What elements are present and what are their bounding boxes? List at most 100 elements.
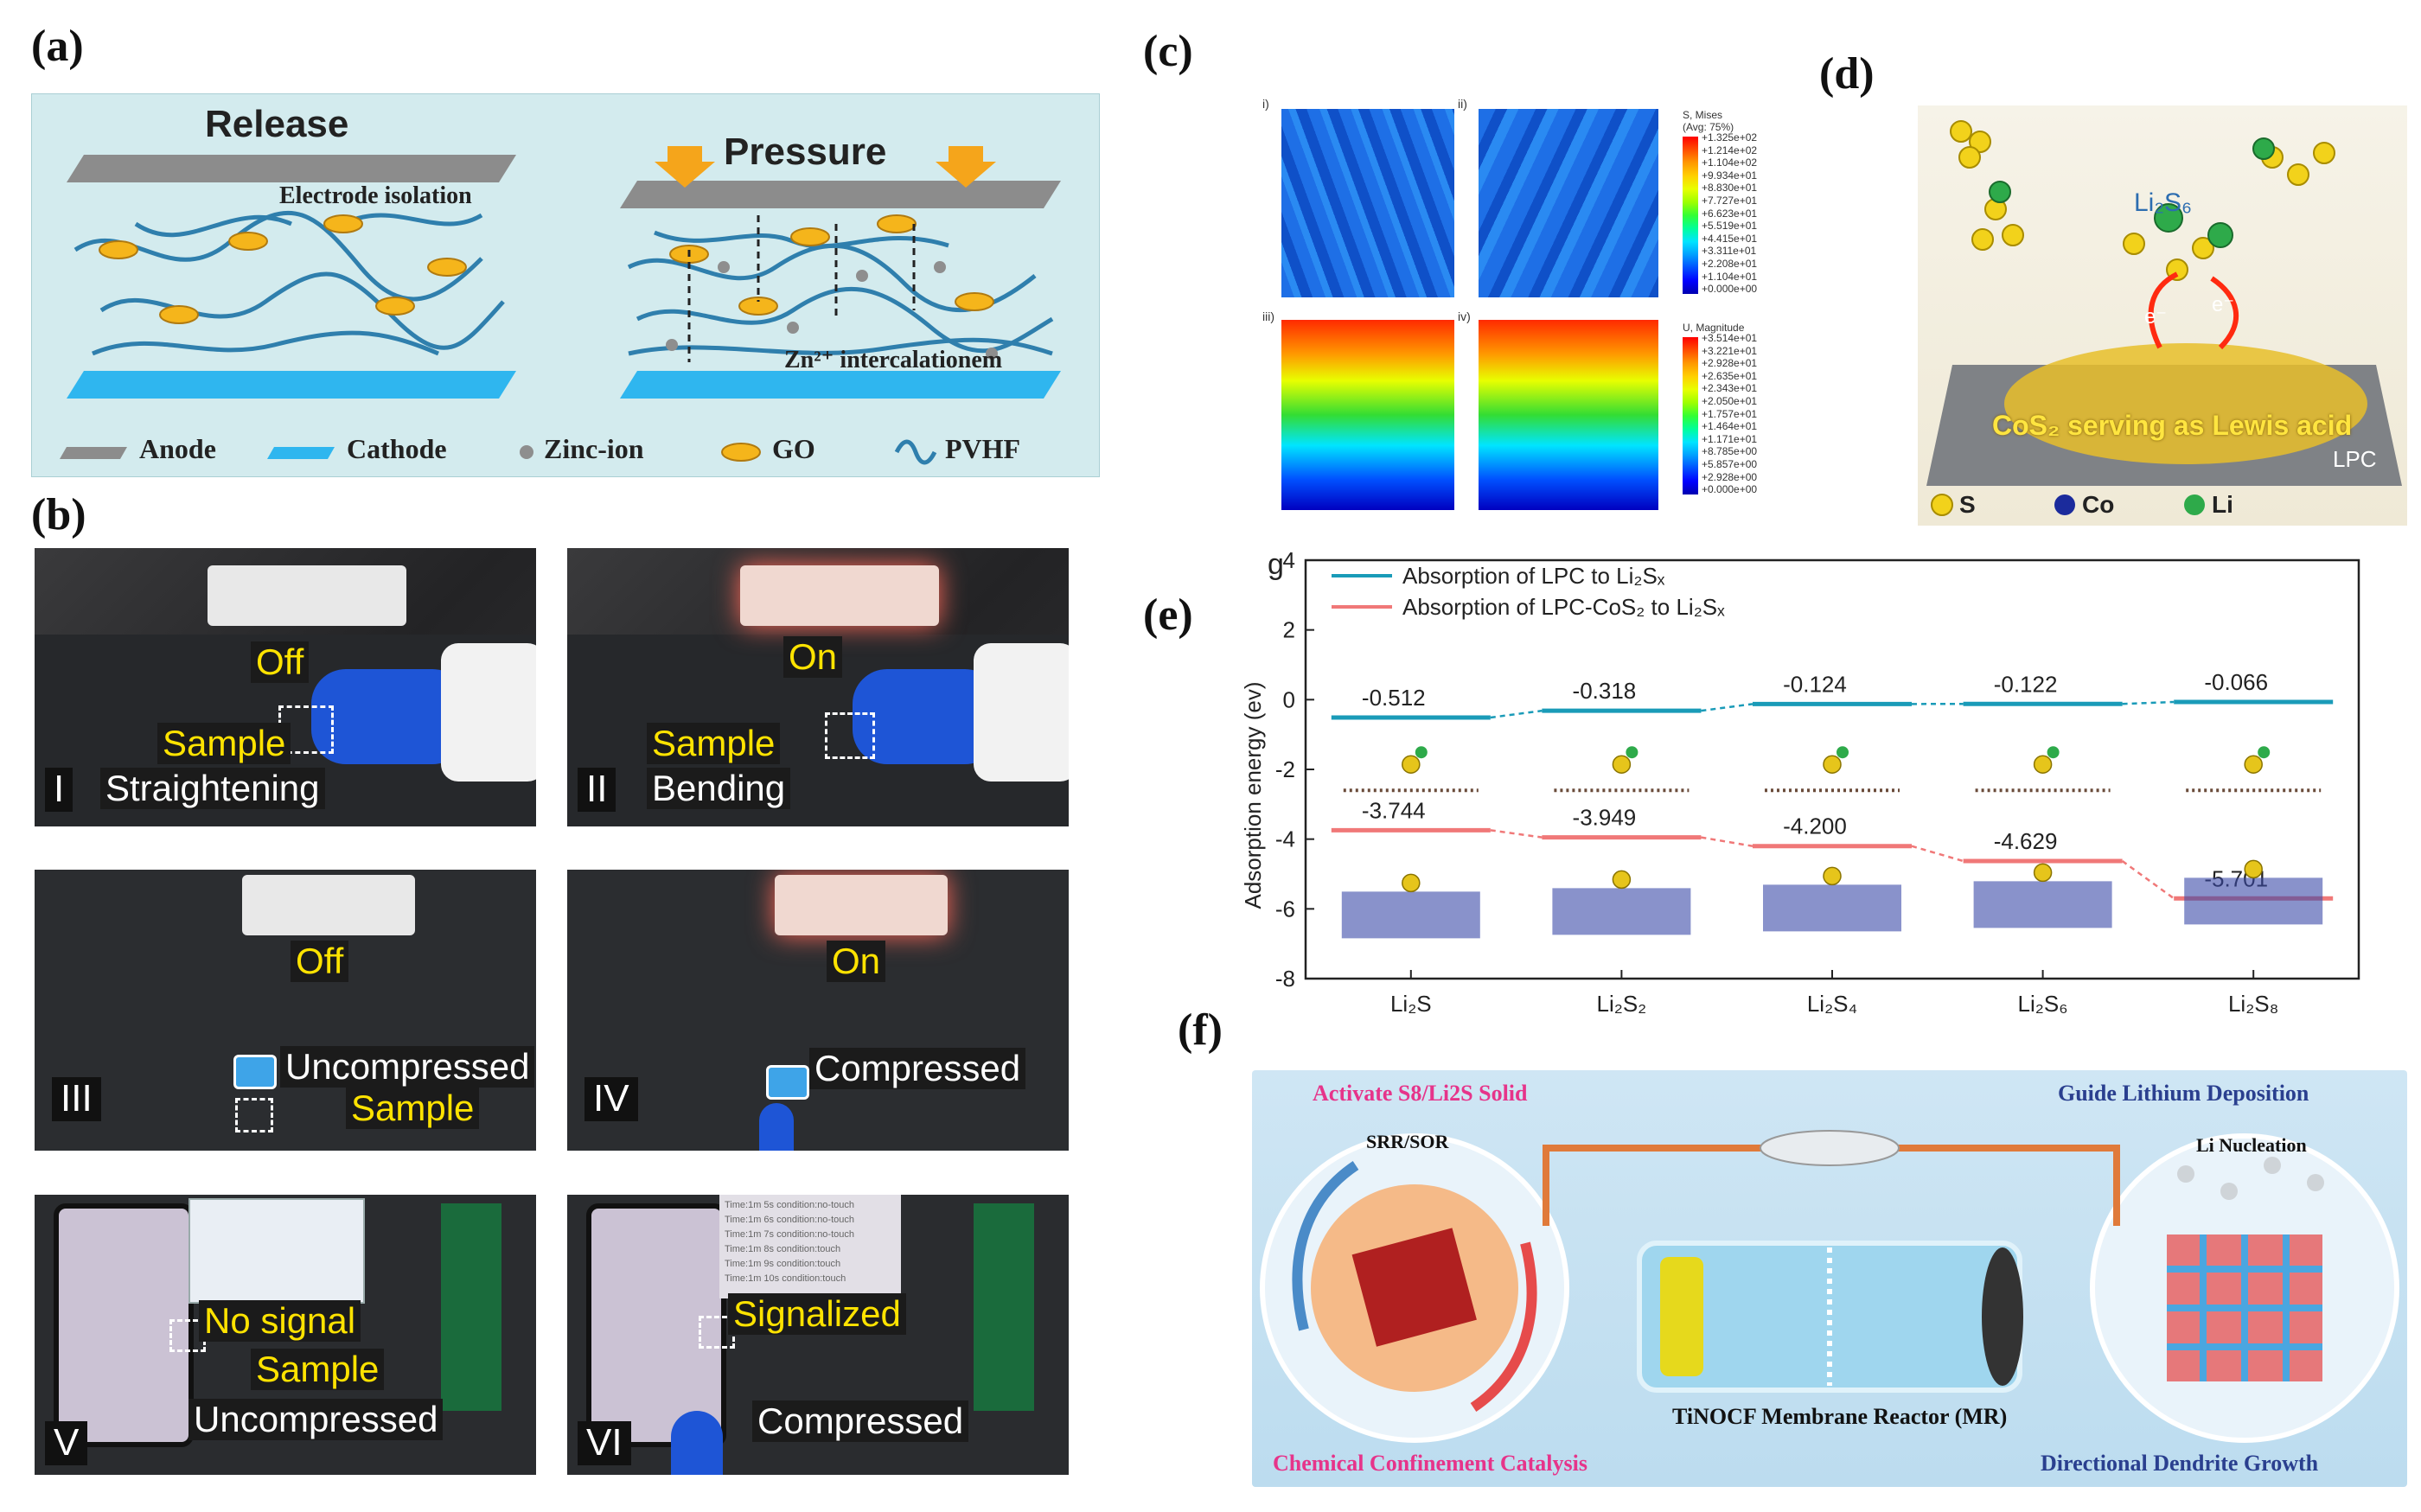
energy-value-label: -3.949: [1573, 805, 1637, 831]
y-tick-label: -8: [1275, 966, 1295, 992]
panel-f-drawing: [1260, 1130, 2399, 1443]
colorbar-tick-label: +1.214e+02: [1702, 144, 1758, 156]
reactor-cap-right: [1982, 1247, 2023, 1386]
displacement-map-iii: [1281, 320, 1454, 510]
li2sx-molecule-icon: [1402, 755, 1421, 774]
cathode-plate-right: [620, 371, 1061, 399]
y-ticks: 420-2-4-6-8: [1275, 547, 1314, 992]
lpc-label: LPC: [2333, 446, 2377, 472]
state-label: Off: [251, 641, 310, 684]
colorbar-tick-label: +3.311e+01: [1702, 245, 1757, 258]
bottom-right-title: Directional Dendrite Growth: [2041, 1451, 2319, 1476]
zinc-ions-right: [666, 261, 998, 360]
dendrite-lattice: [2167, 1234, 2322, 1381]
colorbar-tick-label: +5.857e+00: [1702, 457, 1758, 470]
legend-label: Absorption of LPC to Li₂Sₓ: [1402, 563, 1665, 589]
displacement-map-iv: [1479, 320, 1658, 510]
caption-label: Uncompressed: [188, 1399, 444, 1441]
x-tick-label: Li₂S₄: [1807, 991, 1857, 1017]
phone-screen-popup: [188, 1198, 365, 1304]
sensor-pad: [233, 1055, 277, 1089]
colorbar-tick-label: +1.757e+01: [1702, 407, 1758, 420]
connector-line: [2122, 700, 2175, 705]
cos2-caption: CoS₂ serving as Lewis acid: [1992, 410, 2353, 441]
pressure-arrow-right: [936, 146, 996, 188]
sleeve: [441, 643, 536, 782]
breadboard: [740, 565, 939, 626]
colorbar-tick-label: +3.221e+01: [1702, 344, 1758, 357]
legend-pvhf-label: PVHF: [945, 433, 1021, 464]
breadboard: [208, 565, 406, 626]
panel-label-c: (c): [1143, 27, 1193, 76]
stress-map-ii: [1479, 109, 1658, 297]
colorbar-tick-label: +5.519e+01: [1702, 220, 1758, 233]
stress-map-i: [1281, 109, 1454, 297]
pressure-arrow-left: [655, 146, 715, 188]
colorbar-tick-label: +3.514e+01: [1702, 332, 1758, 344]
panel-f-illustration: Activate S8/Li2S Solid Guide Lithium Dep…: [1252, 1070, 2407, 1487]
photo-iii: Off Uncompressed Sample III: [35, 870, 536, 1151]
panel-label-e: (e): [1143, 590, 1193, 640]
arduino-board: [974, 1203, 1034, 1411]
panel-label-d: (d): [1819, 49, 1875, 99]
y-tick-label: 0: [1283, 686, 1295, 712]
panel-d-drawing: [1926, 120, 2402, 516]
panel-a-schematic: Release Pressure Electrode isolation Zn²…: [31, 93, 1100, 477]
cos2-slab-icon: [1763, 884, 1901, 932]
cos2-slab-icon: [1552, 888, 1691, 935]
sample-label: Sample: [157, 723, 291, 765]
colorbar-tick-label: +1.104e+01: [1702, 270, 1758, 283]
colorbar-tick-label: +2.928e+01: [1702, 357, 1758, 370]
state-label: No signal: [199, 1300, 361, 1343]
colorbar-tick-label: +4.415e+01: [1702, 232, 1758, 245]
energy-value-label: -0.124: [1783, 671, 1847, 697]
caption-label: Bending: [647, 768, 791, 810]
legend-go-swatch: [721, 443, 761, 462]
photo-vi: Time:1m 5s condition:no-touch Time:1m 6s…: [567, 1195, 1069, 1475]
subplot-label: i): [1262, 97, 1269, 111]
colorbar-tick-label: +2.208e+01: [1702, 257, 1758, 270]
colorbar-1-labels: +1.325e+02+1.214e+02+1.104e+02+9.934e+01…: [1702, 131, 1757, 296]
subplot-label: iii): [1262, 309, 1274, 323]
colorbar-tick-label: +6.623e+01: [1702, 207, 1758, 220]
sleeve: [974, 643, 1069, 782]
colorbar-tick-label: +8.785e+00: [1702, 445, 1758, 458]
colorbar-tick-label: +8.830e+01: [1702, 182, 1758, 195]
cathode-plate-left: [67, 371, 516, 399]
electron-label-right: e⁻: [2212, 293, 2235, 316]
cos2-slab-icon: [1341, 891, 1480, 939]
legend-co-label: Co: [2082, 491, 2115, 518]
energy-value-label: -0.512: [1362, 685, 1426, 711]
adsorbed-molecule-icon: [1823, 866, 1842, 886]
connector-line: [1490, 829, 1543, 839]
li-atom-icon: [1415, 746, 1428, 759]
roman-label: VI: [578, 1421, 631, 1465]
state-label: On: [783, 636, 843, 679]
legend-1-title: S, Mises: [1683, 109, 1723, 121]
photo-v: No signal Sample Uncompressed V: [35, 1195, 536, 1475]
srr-sor-label: SRR/SOR: [1366, 1131, 1449, 1152]
colorbar-tick-label: +1.464e+01: [1702, 420, 1758, 433]
adsorption-energy-chart: Adsorption energy (ev) g 420-2-4-6-8 Li₂…: [1240, 547, 2360, 1017]
y-tick-label: 2: [1283, 617, 1295, 643]
roman-label: II: [578, 768, 616, 812]
panel-d-legend: [1931, 494, 2205, 516]
roman-label: V: [45, 1421, 88, 1465]
log-line: Time:1m 7s condition:no-touch: [725, 1229, 854, 1240]
cos2-layer: [2004, 343, 2367, 464]
adsorbed-molecule-icon: [1402, 873, 1421, 893]
colorbar-tick-label: +0.000e+00: [1702, 483, 1758, 496]
photo-iv: On Compressed IV: [567, 870, 1069, 1151]
connector-line: [2121, 860, 2175, 900]
sample-box: [235, 1098, 273, 1132]
pressure-label: Pressure: [724, 131, 887, 173]
ion-paths-right: [687, 215, 916, 362]
y-tick-label: -6: [1275, 896, 1295, 922]
legend-zinc-ion-label: Zinc-ion: [544, 433, 644, 464]
colorbar-tick-label: +2.928e+00: [1702, 470, 1758, 483]
electron-label-left: e⁻: [2144, 305, 2168, 329]
top-right-title: Guide Lithium Deposition: [2058, 1081, 2309, 1106]
energy-value-label: -0.318: [1573, 678, 1637, 704]
legend-s-label: S: [1959, 491, 1976, 518]
photo-ii: On Sample II Bending: [567, 548, 1069, 826]
